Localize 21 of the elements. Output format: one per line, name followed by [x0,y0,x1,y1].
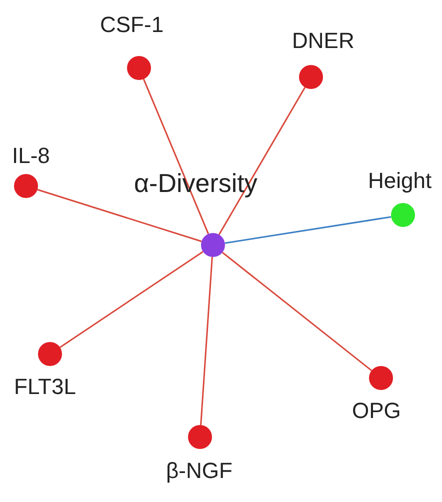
node-label: DNER [292,30,354,52]
node-circle [299,65,323,89]
node-circle [38,342,62,366]
node-circle [14,174,38,198]
node-label: Height [368,170,432,192]
connector-line [60,251,204,348]
node-circle [127,56,151,80]
node-label: IL-8 [12,145,50,167]
connector-line [37,188,202,242]
connector-line [218,86,306,236]
node-label: FLT3L [14,376,76,398]
node-label: OPG [352,400,401,422]
node-circle [188,425,212,449]
connector-line [224,216,392,244]
node-label: β-NGF [166,460,232,482]
node-circle [391,203,415,227]
connector-line [222,252,372,372]
node-label: CSF-1 [100,14,164,36]
node-circle [201,233,225,257]
connector-line [200,256,213,426]
node-circle [369,366,393,390]
